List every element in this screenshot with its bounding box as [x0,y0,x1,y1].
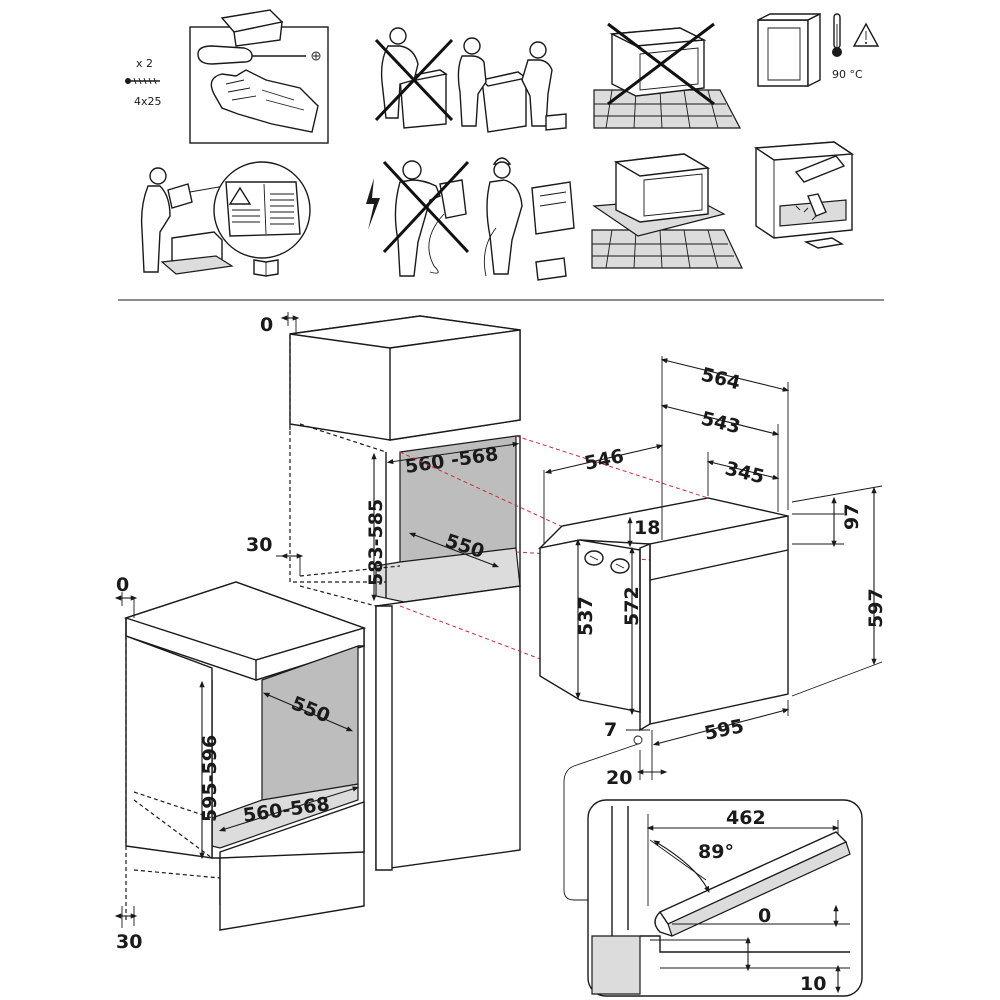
oven-front-height: 572 [621,586,643,626]
temperature-label: 90 °C [832,68,863,81]
door-detail-inset: 462 89° 0 10 [563,743,863,997]
person-icon [463,37,481,55]
tall-top-gap: 0 [260,314,273,336]
oven-top-offset: 18 [634,517,660,539]
toolbox-icon [220,9,284,47]
warning-icon [228,186,252,205]
base-bottom-gap: 30 [116,931,142,953]
read-manual-instructions [140,161,311,277]
qualified-electrician [483,157,575,281]
person-icon [529,41,547,59]
oven-overall-depth: 564 [699,364,743,395]
manual-icon [167,183,193,209]
saw-icon [794,155,846,183]
person-icon [389,27,407,45]
tools-required: x 2 4x25 [125,9,329,144]
placement-instructions [591,22,743,269]
gap-ten: 10 [800,973,826,995]
base-top-gap: 0 [116,574,129,596]
oven-body-height: 537 [575,596,597,636]
base-niche-height: 595-596 [199,735,221,822]
oven-body-depth: 543 [699,408,743,439]
oven-rear-depth: 345 [723,458,767,489]
single-person-lift-prohibited [374,27,454,129]
detail-callout-marker [633,735,643,745]
top-panel: x 2 4x25 [118,9,884,301]
oven-total-height: 597 [865,588,887,628]
cleaning-instructions [753,141,855,249]
oven-front-depth: 20 [606,767,632,789]
electrical-instructions [366,157,575,281]
tall-cabinet: 0 30 560 -568 583-585 550 [246,312,521,871]
lightning-icon [366,178,380,230]
door-length: 462 [726,807,766,829]
dustpan-icon [803,237,844,249]
brush-icon [807,193,827,217]
floor-placement-prohibited [593,22,741,129]
lifting-instructions [374,27,567,133]
unqualified-connection-prohibited [382,160,470,277]
base-cabinet: 0 30 550 595-596 560-568 [114,574,367,953]
two-person-lift [457,37,567,133]
person-icon [149,167,167,185]
person-icon [402,160,422,180]
oven-unit: 564 543 546 345 18 97 597 537 572 595 [537,356,887,789]
gap-zero: 0 [758,905,771,927]
person-icon [493,161,511,179]
toolbox-icon [545,113,567,131]
book-icon [253,259,279,277]
tall-niche-height: 583-585 [365,499,387,586]
door-angle: 89° [698,841,734,863]
screwdriver-icon [197,45,321,65]
screw-quantity: x 2 [136,57,153,70]
screw-size: 4x25 [134,95,162,108]
oven-bottom-gap: 7 [604,719,617,741]
raised-placement-allowed [591,153,743,269]
warning-icon [852,22,880,47]
oven-width: 595 [702,715,745,745]
thermometer-icon [832,13,842,57]
oven-top-depth: 546 [582,445,625,475]
oven-front-top: 97 [841,504,863,530]
gloves-icon [210,69,319,133]
toolbox-icon [535,257,567,281]
screw-icon [125,77,160,85]
tall-bottom-gap: 30 [246,534,272,556]
heat-resistance-info: 90 °C [757,12,880,88]
